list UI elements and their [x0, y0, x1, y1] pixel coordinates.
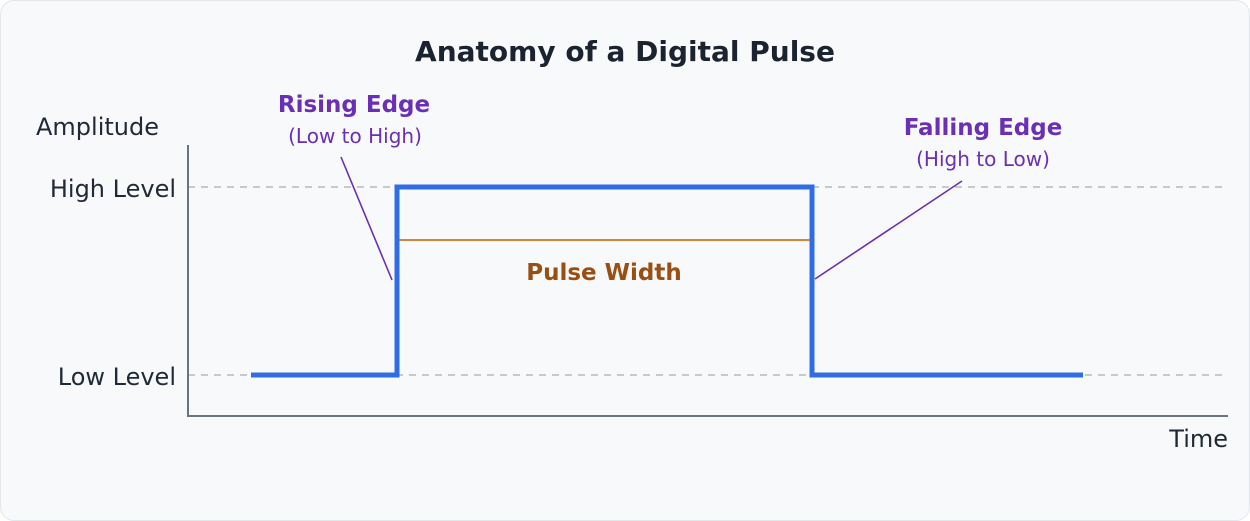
falling-edge-title: Falling Edge	[904, 115, 1063, 141]
x-axis-label: Time	[1168, 425, 1228, 453]
diagram-title: Anatomy of a Digital Pulse	[415, 35, 835, 68]
high-level-label: High Level	[50, 175, 176, 203]
pulse-width-label: Pulse Width	[526, 260, 682, 286]
rising-edge-leader	[340, 156, 393, 281]
pulse-waveform	[251, 184, 1083, 378]
falling-edge-leader	[814, 180, 963, 280]
falling-edge-subtitle: (High to Low)	[916, 147, 1050, 171]
rising-edge-title: Rising Edge	[278, 92, 430, 118]
y-axis-label: Amplitude	[36, 113, 159, 141]
rising-edge-subtitle: (Low to High)	[288, 124, 422, 148]
low-level-label: Low Level	[58, 363, 176, 391]
